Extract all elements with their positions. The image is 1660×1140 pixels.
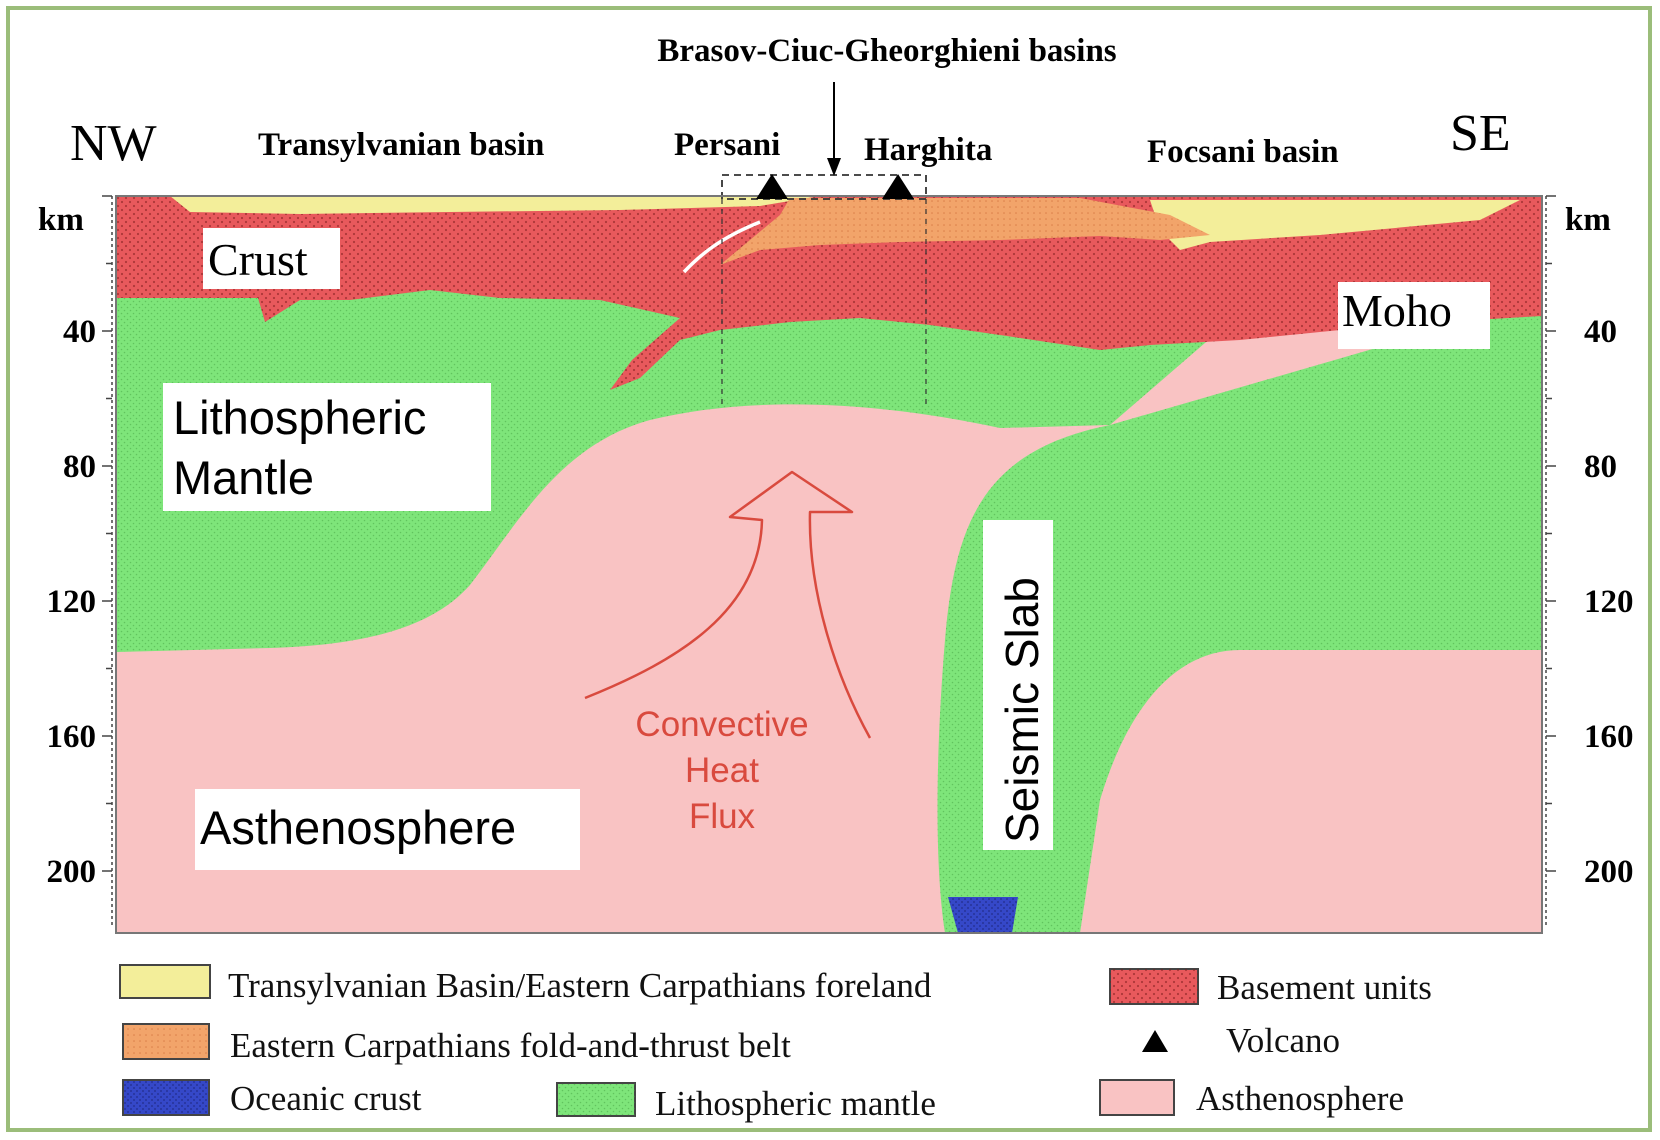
depth-tick-label: 160: [47, 719, 97, 755]
label-harghita: Harghita: [864, 132, 992, 168]
axis-unit-right: km: [1565, 202, 1611, 238]
depth-tick-label: 80: [63, 449, 96, 485]
legend-label-basement: Basement units: [1217, 968, 1432, 1007]
legend-label-fold-thrust: Eastern Carpathians fold-and-thrust belt: [230, 1026, 791, 1065]
legend-label-volcano: Volcano: [1226, 1021, 1340, 1060]
direction-se: SE: [1450, 105, 1511, 162]
pointer-arrowhead: [827, 158, 841, 176]
lithospheric-label-line2: Mantle: [173, 451, 314, 504]
legend: Transylvanian Basin/Eastern Carpathians …: [120, 965, 1432, 1123]
depth-tick-label: 200: [1584, 854, 1634, 890]
depth-tick-label: 200: [47, 854, 97, 890]
volcano-icon-harghita: [882, 174, 914, 199]
oceanic-crust-region: [948, 897, 1018, 933]
seismic-slab-label: Seismic Slab: [996, 577, 1048, 843]
legend-label-foreland: Transylvanian Basin/Eastern Carpathians …: [228, 966, 932, 1005]
depth-tick-label: 40: [63, 314, 96, 350]
legend-label-oceanic: Oceanic crust: [230, 1079, 422, 1118]
legend-swatch-asthenosphere: [1100, 1080, 1174, 1115]
lithospheric-label-line1: Lithospheric: [173, 391, 426, 444]
depth-tick-label: 40: [1584, 314, 1617, 350]
label-persani: Persani: [674, 127, 780, 163]
legend-swatch-fold-thrust: [123, 1024, 209, 1059]
legend-volcano-icon: [1142, 1030, 1168, 1052]
legend-swatch-foreland: [120, 965, 210, 998]
asthenosphere-label: Asthenosphere: [200, 801, 516, 854]
crust-label: Crust: [208, 234, 308, 285]
depth-tick-label: 120: [47, 584, 97, 620]
depth-tick-label: 80: [1584, 449, 1617, 485]
depth-axis-right: 40 80 120 160 200: [1546, 196, 1634, 925]
depth-axis-left: 40 80 120 160 200: [47, 196, 113, 925]
legend-label-lith-mantle: Lithospheric mantle: [655, 1084, 936, 1123]
diagram-title: Brasov-Ciuc-Gheorghieni basins: [657, 33, 1116, 69]
moho-label: Moho: [1342, 285, 1452, 336]
heat-flux-label-line2: Heat: [685, 751, 759, 790]
axis-unit-left: km: [38, 202, 84, 238]
depth-tick-label: 160: [1584, 719, 1634, 755]
legend-label-asthenosphere: Asthenosphere: [1196, 1079, 1404, 1118]
direction-nw: NW: [70, 115, 157, 172]
volcano-icon-persani: [756, 174, 788, 199]
legend-swatch-oceanic: [123, 1080, 209, 1115]
depth-tick-label: 120: [1584, 584, 1634, 620]
label-transylvanian-basin: Transylvanian basin: [258, 127, 544, 163]
heat-flux-label-line3: Flux: [689, 797, 756, 836]
heat-flux-label-line1: Convective: [635, 705, 808, 744]
label-focsani-basin: Focsani basin: [1147, 134, 1339, 170]
